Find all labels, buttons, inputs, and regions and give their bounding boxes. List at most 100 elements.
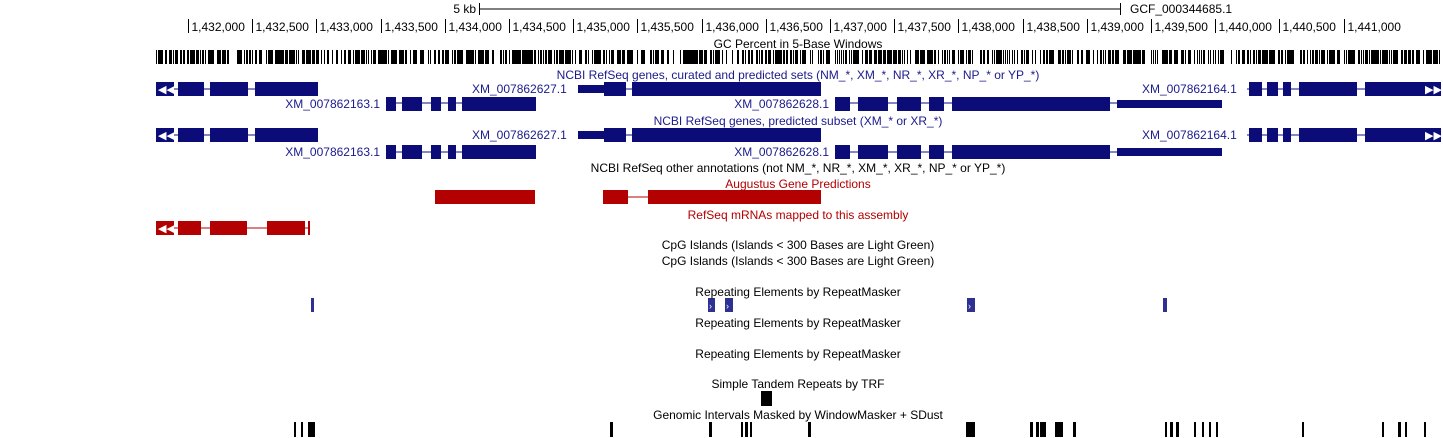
masked-interval[interactable] <box>1216 422 1218 437</box>
augustus-exon[interactable] <box>603 190 628 204</box>
gc-bar <box>1009 50 1010 64</box>
gc-bar <box>770 50 771 64</box>
gene-xm-007862163-pred-row1[interactable]: ◀◀ <box>156 128 318 142</box>
gc-bar <box>858 50 859 64</box>
gc-bar <box>269 50 270 64</box>
masked-interval[interactable] <box>966 422 975 437</box>
gc-bar <box>962 50 963 64</box>
masked-interval[interactable] <box>1398 422 1401 437</box>
masked-interval[interactable] <box>1209 422 1211 437</box>
track-title-rmsk-3[interactable]: Repeating Elements by RepeatMasker <box>695 347 901 361</box>
gene-label-xm-007862163[interactable]: XM_007862163.1 <box>285 97 380 111</box>
gc-bar <box>438 50 439 64</box>
masked-interval[interactable] <box>1202 422 1204 437</box>
refseq-all-track[interactable]: ◀◀ ▶▶ <box>156 82 1442 111</box>
gc-bar <box>719 50 720 64</box>
track-title-gc[interactable]: GC Percent in 5-Base Windows <box>713 37 883 51</box>
track-title-refseq-predicted[interactable]: NCBI RefSeq genes, predicted subset (XM_… <box>653 114 943 128</box>
gc-bar <box>1174 50 1175 64</box>
gene-xm-007862164-pred-row1[interactable]: ▶▶ <box>1247 128 1442 142</box>
gene-xm-007862627-pred-row1[interactable] <box>578 128 821 142</box>
trf-repeat[interactable] <box>761 391 772 406</box>
gc-bar <box>1267 50 1268 64</box>
gene-xm-007862163-exons-row2[interactable] <box>386 97 536 111</box>
gc-bar <box>1313 50 1314 64</box>
masked-interval[interactable] <box>1405 422 1407 437</box>
repeatmasker-track[interactable]: › › › <box>311 298 1167 312</box>
augustus-exon[interactable] <box>435 190 535 204</box>
masked-interval[interactable] <box>741 422 743 437</box>
masked-interval[interactable] <box>1073 422 1076 437</box>
gc-bar <box>592 50 593 64</box>
gene-label-xm-007862163-pred[interactable]: XM_007862163.1 <box>285 145 380 159</box>
gc-percent-wiggle[interactable] <box>156 50 1440 64</box>
track-title-rmsk-1[interactable]: Repeating Elements by RepeatMasker <box>695 285 901 299</box>
gene-label-xm-007862627[interactable]: XM_007862627.1 <box>472 82 567 96</box>
gc-bar <box>710 50 711 64</box>
gene-xm-007862627-row1[interactable] <box>578 82 821 96</box>
gc-bar <box>193 50 194 64</box>
track-title-cpg-2[interactable]: CpG Islands (Islands < 300 Bases are Lig… <box>661 254 935 268</box>
gene-label-xm-007862164-pred[interactable]: XM_007862164.1 <box>1142 128 1237 142</box>
masked-interval[interactable] <box>1165 422 1167 437</box>
masked-interval[interactable] <box>1170 422 1173 437</box>
windowmasker-track[interactable] <box>294 422 1426 437</box>
augustus-exon[interactable] <box>648 190 821 204</box>
masked-interval[interactable] <box>808 422 811 437</box>
masked-interval[interactable] <box>1194 422 1196 437</box>
gc-bar <box>159 50 160 64</box>
track-title-augustus[interactable]: Augustus Gene Predictions <box>725 177 871 191</box>
track-title-refseq-mrna[interactable]: RefSeq mRNAs mapped to this assembly <box>687 208 909 222</box>
gc-bar <box>225 50 226 64</box>
gc-bar <box>1078 50 1079 64</box>
masked-interval[interactable] <box>1176 422 1179 437</box>
gc-bar <box>505 50 506 64</box>
masked-interval[interactable] <box>1055 422 1063 437</box>
ruler-tick-label: 1,432,500 <box>255 20 309 34</box>
track-title-cpg-1[interactable]: CpG Islands (Islands < 300 Bases are Lig… <box>661 238 935 252</box>
gene-xm-007862628-pred-row2[interactable] <box>835 145 1222 159</box>
track-title-refseq-all[interactable]: NCBI RefSeq genes, curated and predicted… <box>556 68 1040 82</box>
gc-bar <box>745 50 746 64</box>
gc-bar <box>359 50 360 64</box>
masked-interval[interactable] <box>1424 422 1426 437</box>
masked-interval[interactable] <box>294 422 296 437</box>
gc-bar <box>1321 50 1322 64</box>
gene-label-xm-007862628-pred[interactable]: XM_007862628.1 <box>734 145 829 159</box>
masked-interval[interactable] <box>610 422 613 437</box>
track-title-trf[interactable]: Simple Tandem Repeats by TRF <box>711 377 885 391</box>
track-title-rmsk-2[interactable]: Repeating Elements by RepeatMasker <box>695 316 901 330</box>
masked-interval[interactable] <box>745 422 748 437</box>
masked-interval[interactable] <box>1036 422 1039 437</box>
gc-bar <box>1052 50 1053 64</box>
masked-interval[interactable] <box>1302 422 1304 437</box>
gene-xm-007862628-row2[interactable] <box>835 97 1222 111</box>
masked-interval[interactable] <box>1382 422 1384 437</box>
refseq-predicted-track[interactable]: ◀◀ ▶▶ <box>156 128 1442 159</box>
track-title-refseq-other[interactable]: NCBI RefSeq other annotations (not NM_*,… <box>590 161 1006 175</box>
gc-bar <box>457 50 458 64</box>
gene-xm-007862163-row1[interactable]: ◀◀ <box>156 82 318 96</box>
augustus-track[interactable] <box>435 190 821 204</box>
gene-label-xm-007862627-pred[interactable]: XM_007862627.1 <box>472 128 567 142</box>
gene-xm-007862164-row1[interactable]: ▶▶ <box>1247 82 1442 96</box>
refseq-mrna-track[interactable]: ◀◀ <box>156 221 310 235</box>
masked-interval[interactable] <box>709 422 712 437</box>
gc-bar <box>1213 50 1214 64</box>
gene-label-xm-007862164[interactable]: XM_007862164.1 <box>1142 82 1237 96</box>
masked-interval[interactable] <box>308 422 315 437</box>
masked-interval[interactable] <box>750 422 752 437</box>
gc-bar <box>549 50 550 64</box>
gene-label-xm-007862628[interactable]: XM_007862628.1 <box>734 97 829 111</box>
masked-interval[interactable] <box>301 422 303 437</box>
gene-xm-007862163-pred-row2[interactable] <box>386 145 536 159</box>
masked-interval[interactable] <box>1030 422 1033 437</box>
gc-bar <box>386 50 387 64</box>
masked-interval[interactable] <box>1040 422 1046 437</box>
gc-bar <box>382 50 383 64</box>
track-title-windowmasker[interactable]: Genomic Intervals Masked by WindowMasker… <box>653 408 943 422</box>
gc-bar <box>656 50 657 64</box>
gc-bar <box>1327 50 1328 64</box>
gc-bar <box>247 50 248 64</box>
